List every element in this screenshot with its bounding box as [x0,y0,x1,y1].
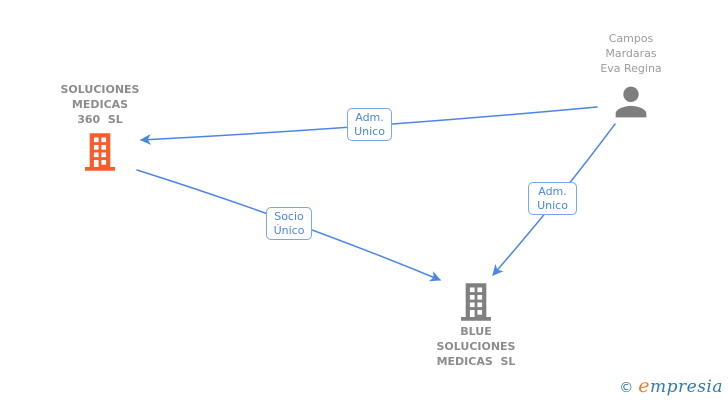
node-label-line: BLUE [460,325,492,338]
node-label-line: Mardaras [605,47,657,60]
brand-initial: e [638,375,650,397]
brand-logo-text: empresia [638,375,723,397]
node-label-line: 360 SL [77,113,123,126]
edge-label-adm-unico-1: Adm. Unico [347,108,392,141]
node-label-line: MEDICAS [71,98,129,111]
edge-label-line: Unico [537,198,568,212]
node-label-line: SOLUCIONES [60,83,140,96]
copyright-icon: © [619,380,634,396]
person-icon [615,86,647,118]
edge-label-line: Socio [274,209,304,223]
building-icon [85,133,115,171]
edge-label-adm-unico-2: Adm. Unico [528,182,577,215]
node-label-line: MEDICAS SL [436,355,516,368]
watermark-empresia[interactable]: © empresia [619,375,723,397]
building-icon [461,283,491,321]
edge-label-line: Unico [354,124,385,138]
edge-label-line: Único [273,223,305,237]
edge-label-socio-unico: Socio Único [266,207,312,240]
node-label-line: Eva Regina [600,62,662,75]
node-blue-soluciones-medicas-sl[interactable]: BLUE SOLUCIONES MEDICAS SL [396,283,556,369]
node-label: SOLUCIONES MEDICAS 360 SL [61,82,140,127]
node-label-line: SOLUCIONES [436,340,516,353]
edge-label-line: Adm. [538,184,567,198]
node-label: BLUE SOLUCIONES MEDICAS SL [437,324,516,369]
brand-rest: mpresia [650,377,723,397]
edge-label-line: Adm. [355,110,384,124]
node-label-line: Campos [608,32,654,45]
node-label: Campos Mardaras Eva Regina [600,31,661,76]
node-campos-mardaras-eva-regina[interactable]: Campos Mardaras Eva Regina [551,31,711,125]
node-soluciones-medicas-360-sl[interactable]: SOLUCIONES MEDICAS 360 SL [20,82,180,171]
